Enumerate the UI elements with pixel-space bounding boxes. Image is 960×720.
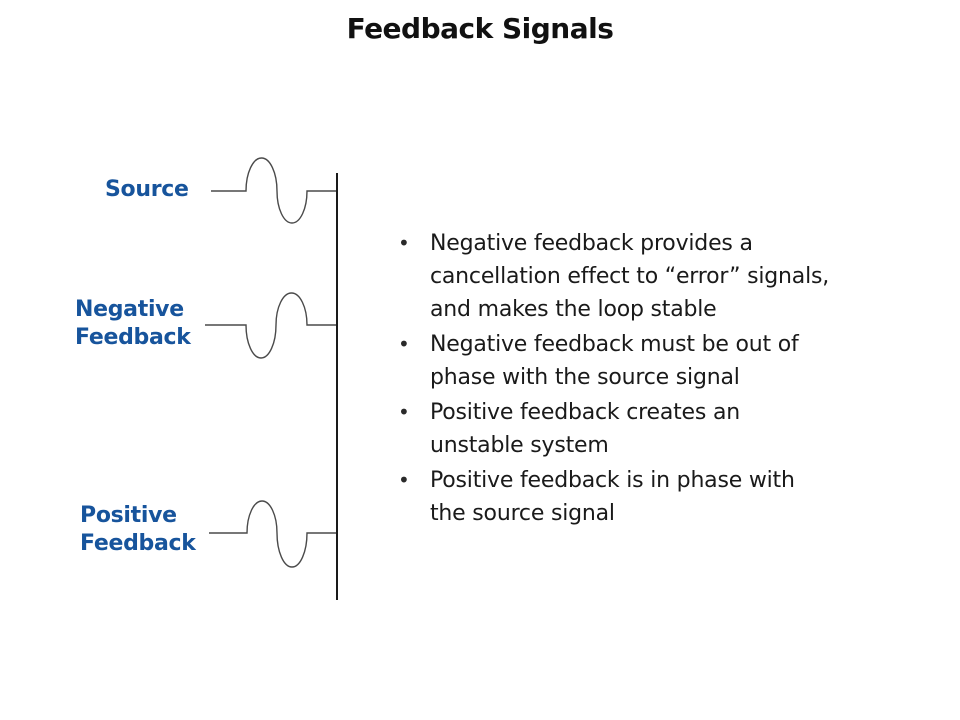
bullet-item-negative-cancellation: • Negative feedback provides a cancellat… (390, 227, 950, 326)
bullet-item-negative-out-of-phase: • Negative feedback must be out of phase… (390, 328, 950, 394)
bullet-item-positive-in-phase: • Positive feedback is in phase with the… (390, 464, 950, 530)
bullet-line: Negative feedback provides a (430, 231, 753, 256)
positive-feedback-wave (209, 500, 337, 568)
label-negative-line1: Negative (75, 297, 184, 322)
label-source: Source (105, 176, 189, 204)
label-positive-line1: Positive (80, 503, 177, 528)
label-negative-feedback: Negative Feedback (75, 296, 191, 352)
label-source-line: Source (105, 177, 189, 202)
bullet-icon: • (398, 400, 410, 424)
bullet-line: phase with the source signal (430, 365, 740, 390)
bullet-line: Positive feedback creates an (430, 400, 740, 425)
bullet-line: Positive feedback is in phase with (430, 468, 795, 493)
bullet-line: the source signal (430, 501, 615, 526)
bullet-text: Negative feedback provides a cancellatio… (430, 227, 829, 326)
negative-feedback-wave (205, 292, 337, 359)
bullet-line: cancellation effect to “error” signals, (430, 264, 830, 289)
bullet-text: Positive feedback creates an unstable sy… (430, 396, 740, 462)
label-negative-line2: Feedback (75, 325, 191, 350)
bullet-list: • Negative feedback provides a cancellat… (390, 227, 950, 532)
bullet-line: unstable system (430, 433, 609, 458)
bullet-icon: • (398, 332, 410, 356)
bullet-item-positive-unstable: • Positive feedback creates an unstable … (390, 396, 950, 462)
page-title: Feedback Signals (346, 12, 614, 45)
label-positive-feedback: Positive Feedback (80, 502, 196, 558)
bullet-icon: • (398, 231, 410, 255)
bullet-text: Negative feedback must be out of phase w… (430, 328, 799, 394)
bullet-icon: • (398, 468, 410, 492)
bullet-line: and makes the loop stable (430, 297, 717, 322)
bullet-text: Positive feedback is in phase with the s… (430, 464, 795, 530)
bullet-line: Negative feedback must be out of (430, 332, 799, 357)
label-positive-line2: Feedback (80, 531, 196, 556)
source-wave (211, 157, 337, 224)
